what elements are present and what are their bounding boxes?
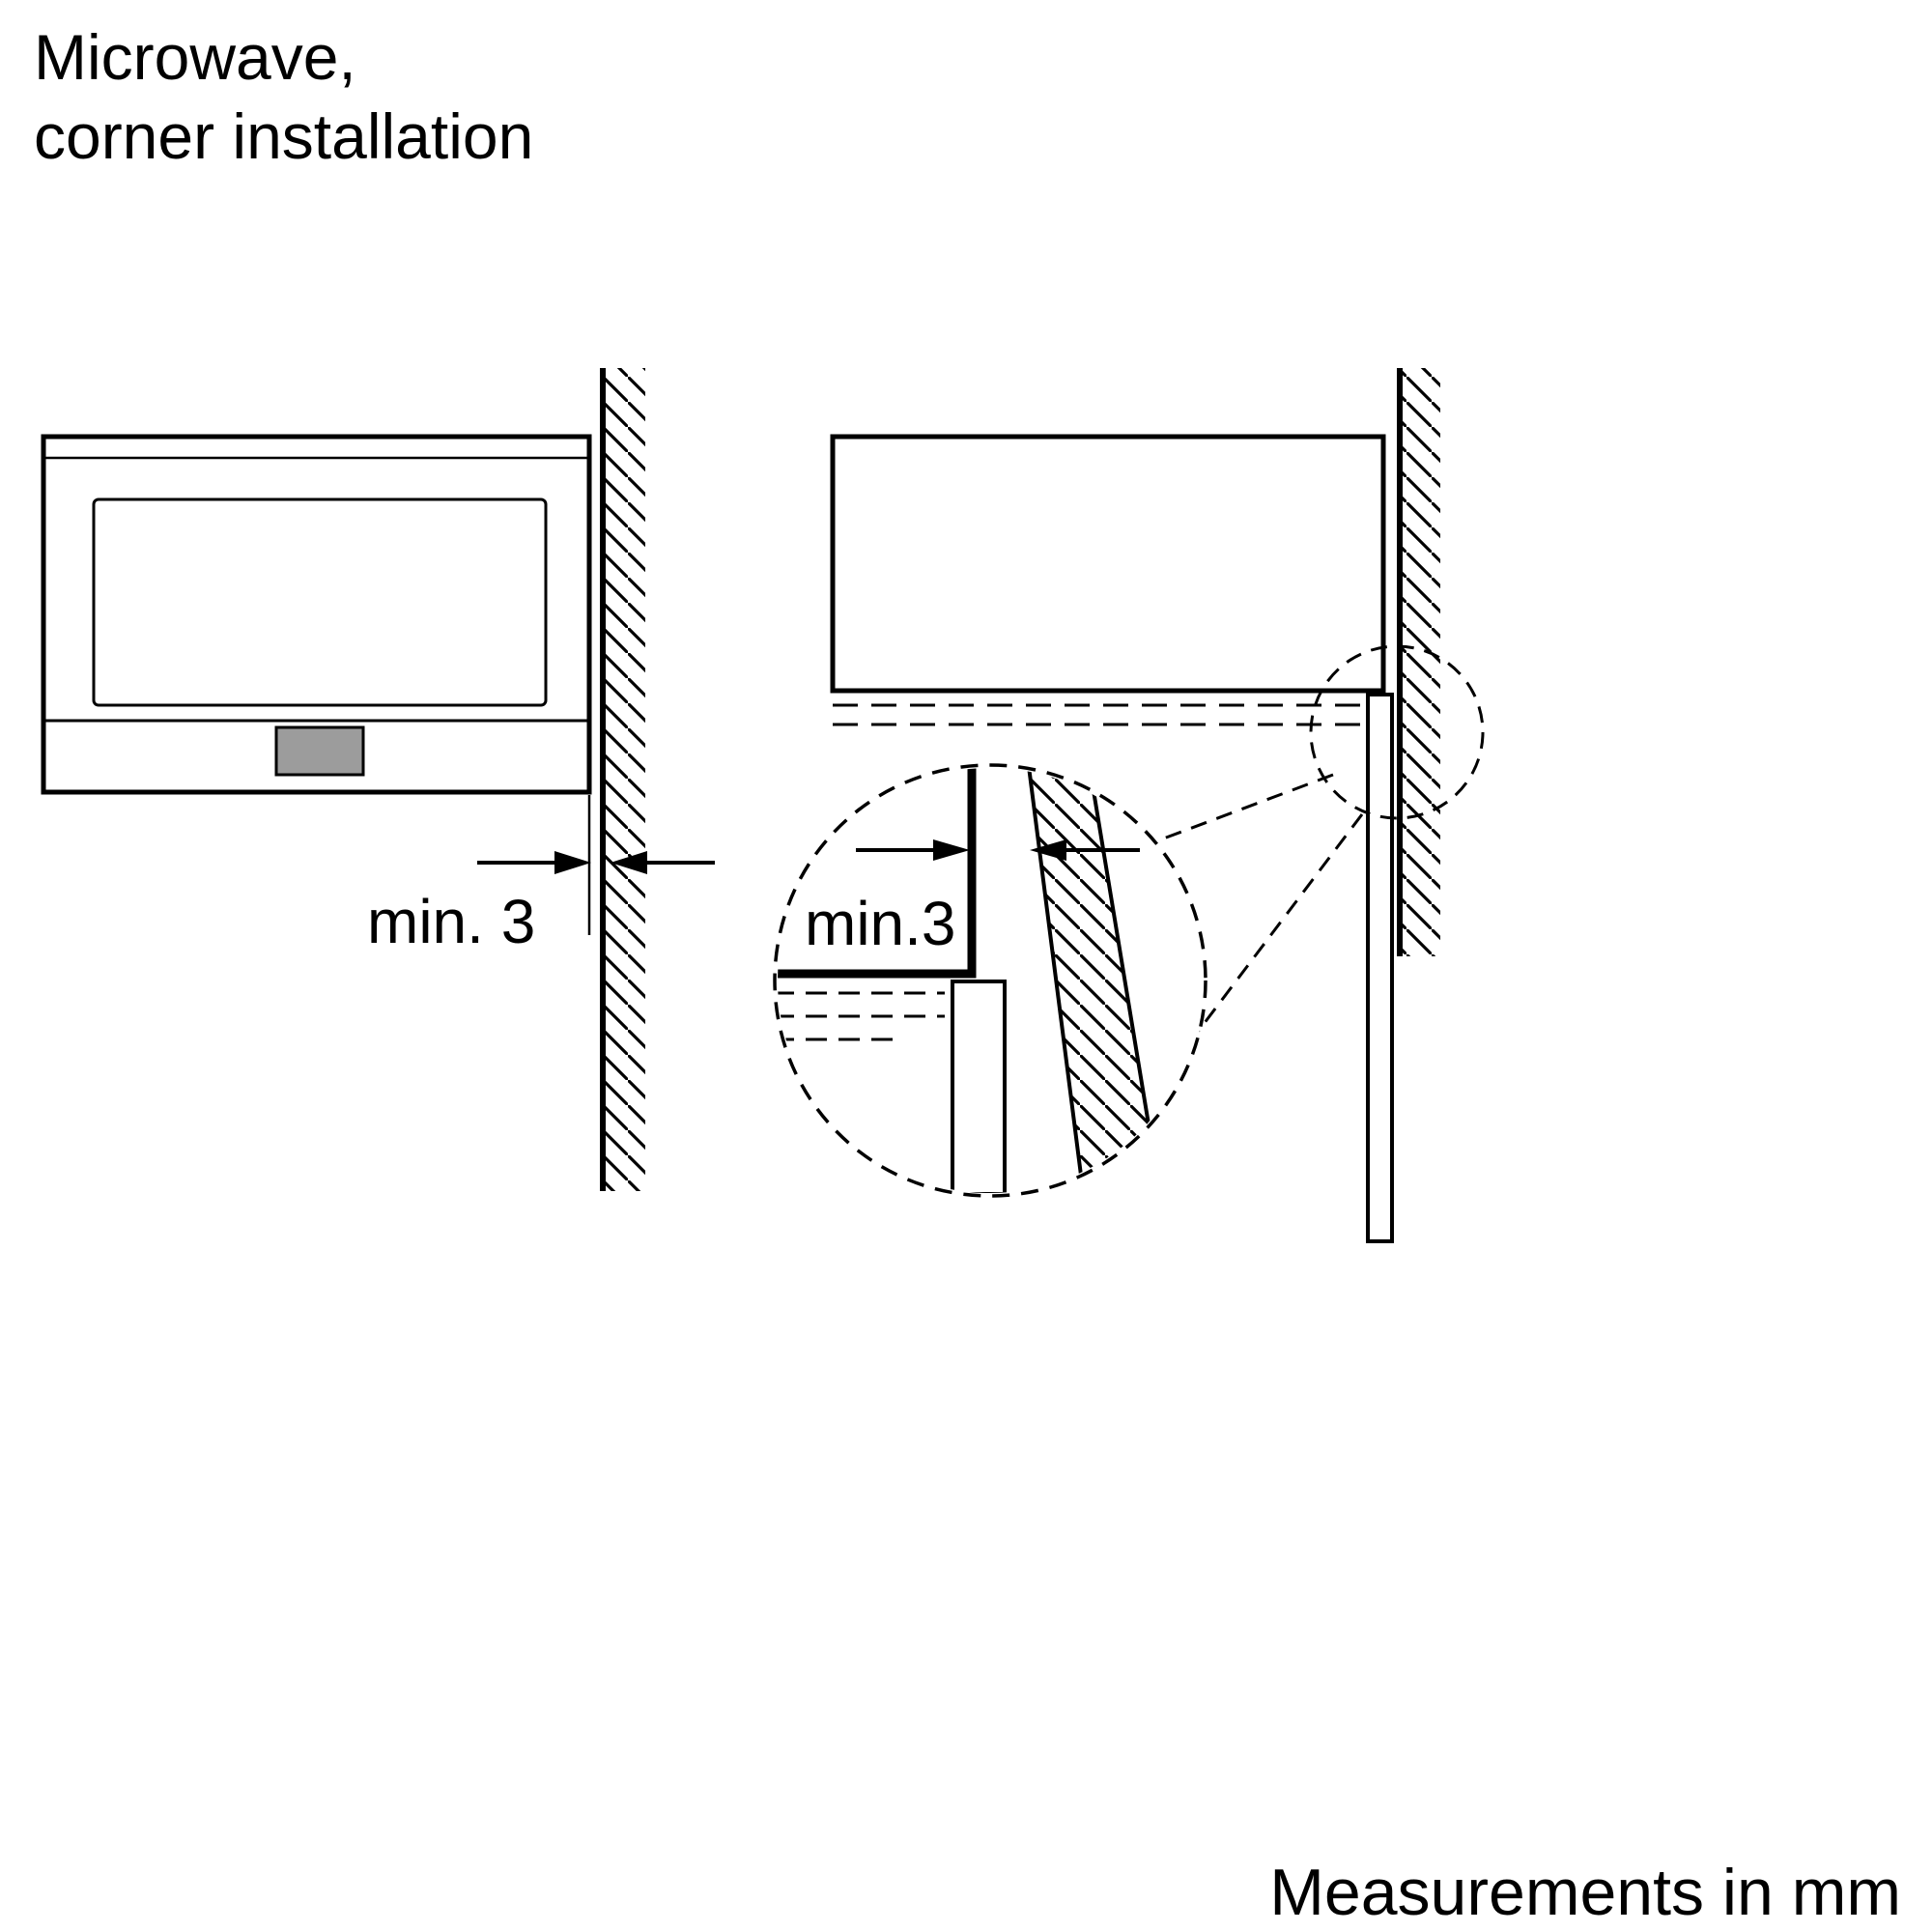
detail-gap-dimension: min.3: [805, 839, 1140, 958]
corner-detail-view: min.3: [773, 763, 1208, 1198]
wall-hatching: [1400, 368, 1440, 956]
microwave-top-outline: [830, 434, 1386, 694]
front-gap-label: min. 3: [367, 887, 535, 956]
detail-gap-label: min.3: [805, 889, 956, 958]
detail-trim-strip: [951, 980, 1007, 1193]
front-view: min. 3: [41, 368, 715, 1191]
detail-contents: [778, 768, 1152, 1193]
measurements-note: Measurements in mm: [1269, 1856, 1901, 1929]
side-wall-right: [1397, 368, 1440, 956]
detail-leader-line-2: [1196, 813, 1364, 1033]
detail-leader-line-1: [1137, 773, 1334, 850]
front-gap-dimension: min. 3: [367, 795, 715, 956]
diagram-title-line1: Microwave,: [34, 21, 356, 93]
top-view: min.3: [773, 368, 1485, 1243]
control-panel: [274, 725, 365, 777]
arrowhead-left-icon: [1030, 839, 1066, 861]
cabinet-corner-line: [778, 768, 977, 979]
side-wall-left: [600, 368, 645, 1191]
wall-hatching: [603, 368, 645, 1191]
arrowhead-left-icon: [611, 851, 647, 874]
diagram-title-line2: corner installation: [34, 100, 533, 172]
trim-strip: [1366, 693, 1394, 1243]
door-window: [92, 497, 548, 707]
detail-marker-circle: [1309, 644, 1485, 820]
arrowhead-right-icon: [933, 839, 970, 861]
arrowhead-right-icon: [554, 851, 591, 874]
